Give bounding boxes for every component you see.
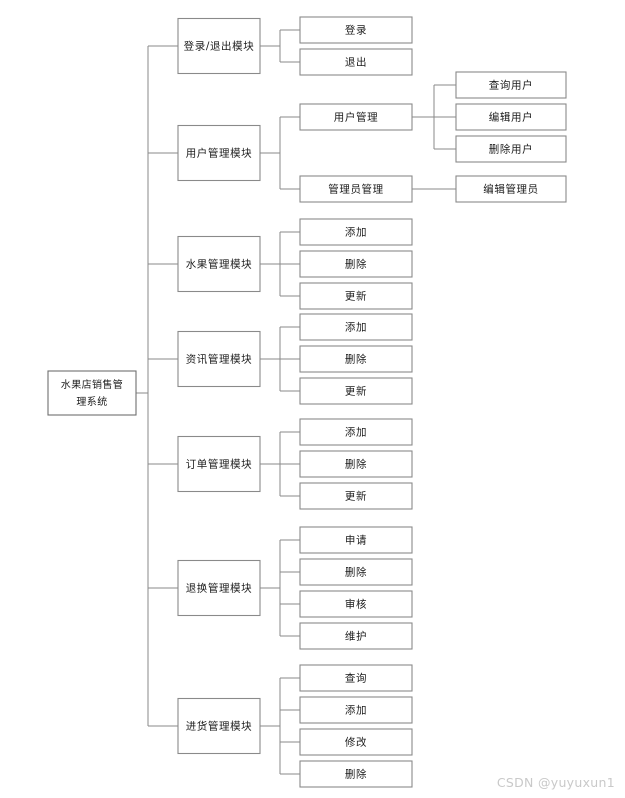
module-node-box-1 — [177, 124, 261, 182]
child-node-label-2-2: 更新 — [345, 290, 367, 303]
child-node-box-5-1 — [299, 558, 413, 586]
csdn-watermark: CSDN @yuyuxun1 — [496, 775, 615, 790]
child-node-label-1-0: 用户管理 — [334, 111, 378, 124]
child-node-box-0-0 — [299, 16, 413, 44]
child-node-label-2-1: 删除 — [345, 258, 367, 271]
connector-lines — [136, 29, 456, 775]
child-node-box-2-1 — [299, 250, 413, 278]
child-node-label-5-3: 维护 — [345, 630, 367, 643]
child-node-box-1-0 — [299, 103, 413, 131]
child-node-box-3-0 — [299, 313, 413, 341]
grandchild-node-box-1-1-0 — [455, 175, 567, 203]
module-node-label-4: 订单管理模块 — [186, 458, 253, 471]
child-node-label-3-0: 添加 — [345, 321, 367, 334]
child-node-box-3-1 — [299, 345, 413, 373]
child-node-box-3-2 — [299, 377, 413, 405]
child-node-label-3-1: 删除 — [345, 353, 367, 366]
module-node-box-6 — [177, 697, 261, 755]
child-node-box-2-0 — [299, 218, 413, 246]
module-node-label-0: 登录/退出模块 — [184, 40, 255, 53]
child-node-box-4-1 — [299, 450, 413, 478]
child-node-box-6-0 — [299, 664, 413, 692]
module-node-label-3: 资讯管理模块 — [186, 353, 253, 366]
module-node-box-5 — [177, 559, 261, 617]
child-node-box-6-1 — [299, 696, 413, 724]
root-node-box — [47, 370, 137, 416]
child-node-box-4-2 — [299, 482, 413, 510]
module-node-label-6: 进货管理模块 — [186, 720, 253, 733]
child-node-label-5-2: 审核 — [345, 598, 367, 611]
child-node-label-6-3: 删除 — [345, 768, 367, 781]
module-node-box-3 — [177, 330, 261, 388]
child-node-label-6-1: 添加 — [345, 704, 367, 717]
grandchild-node-label-1-0-2: 删除用户 — [489, 143, 533, 156]
diagram-nodes: 水果店销售管理系统 登录/退出模块用户管理模块水果管理模块资讯管理模块订单管理模块… — [47, 16, 567, 788]
child-node-label-3-2: 更新 — [345, 385, 367, 398]
child-node-box-5-3 — [299, 622, 413, 650]
child-node-label-4-1: 删除 — [345, 458, 367, 471]
child-node-box-6-3 — [299, 760, 413, 788]
child-node-box-4-0 — [299, 418, 413, 446]
child-node-box-5-0 — [299, 526, 413, 554]
grandchild-node-label-1-0-1: 编辑用户 — [489, 111, 533, 124]
child-node-label-0-0: 登录 — [345, 24, 367, 37]
grandchild-node-box-1-0-1 — [455, 103, 567, 131]
child-node-box-0-1 — [299, 48, 413, 76]
child-node-label-1-1: 管理员管理 — [328, 183, 384, 196]
child-node-label-6-0: 查询 — [345, 672, 367, 685]
child-node-box-6-2 — [299, 728, 413, 756]
grandchild-node-box-1-0-0 — [455, 71, 567, 99]
module-node-box-4 — [177, 435, 261, 493]
child-node-box-5-2 — [299, 590, 413, 618]
grandchild-node-label-1-1-0: 编辑管理员 — [483, 183, 539, 196]
module-node-label-5: 退换管理模块 — [186, 582, 253, 595]
root-node-label: 水果店销售管理系统 — [61, 378, 123, 408]
grandchild-node-label-1-0-0: 查询用户 — [489, 79, 533, 92]
child-node-label-5-0: 申请 — [345, 534, 367, 547]
child-node-label-4-2: 更新 — [345, 490, 367, 503]
child-node-label-4-0: 添加 — [345, 426, 367, 439]
child-node-label-0-1: 退出 — [345, 56, 367, 69]
module-node-label-2: 水果管理模块 — [186, 258, 253, 271]
module-node-box-0 — [177, 17, 261, 75]
module-node-box-2 — [177, 235, 261, 293]
child-node-label-2-0: 添加 — [345, 226, 367, 239]
child-node-box-1-1 — [299, 175, 413, 203]
grandchild-node-box-1-0-2 — [455, 135, 567, 163]
module-node-label-1: 用户管理模块 — [186, 147, 253, 160]
child-node-label-5-1: 删除 — [345, 566, 367, 579]
child-node-box-2-2 — [299, 282, 413, 310]
child-node-label-6-2: 修改 — [345, 736, 367, 749]
